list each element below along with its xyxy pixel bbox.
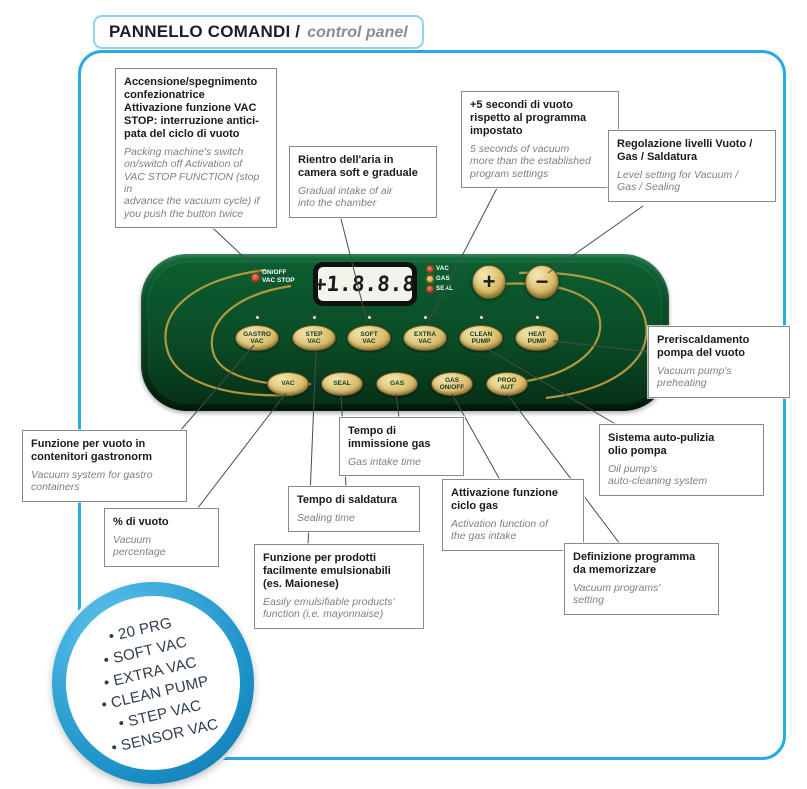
callout-gas-cycle-en: Activation function of the gas intake: [451, 517, 548, 543]
gastro-vac-button[interactable]: GASTRO VAC: [235, 325, 279, 351]
callout-air-return-it: Rientro dell'aria in camera soft e gradu…: [298, 154, 418, 179]
gas-led-label: GAS: [436, 276, 450, 282]
callout-vacuum-pct-it: % di vuoto: [113, 516, 169, 528]
callout-levels: Regolazione livelli Vuoto / Gas / Saldat…: [608, 130, 776, 202]
connector-line: [179, 344, 255, 432]
led-row-gas: GAS: [427, 276, 453, 282]
callout-emulsify-en: Easily emulsifiable products' function (…: [263, 595, 395, 621]
connector-line: [395, 393, 400, 419]
prog-aut-button[interactable]: PROG AUT: [486, 372, 528, 396]
callout-gas-time-en: Gas intake time: [348, 455, 421, 468]
vac-button[interactable]: VAC: [267, 372, 309, 396]
connector-line: [427, 187, 498, 323]
control-panel: ON/OFF VAC STOP +1.8.8.8 VAC GAS SEAL + …: [141, 254, 669, 411]
connector-line: [196, 392, 287, 510]
extra-vac-led: [423, 315, 428, 320]
lcd-glass: +1.8.8.8: [314, 267, 416, 301]
gas-onoff-button[interactable]: GAS ON/OFF: [431, 372, 473, 396]
feature-badge-face: • 20 PRG • SOFT VAC • EXTRA VAC • CLEAN …: [66, 596, 240, 770]
callout-program-en: Vacuum programs' setting: [573, 581, 661, 607]
soft-vac-button[interactable]: SOFT VAC: [347, 325, 391, 351]
connector-line: [488, 349, 618, 426]
connector-line: [339, 214, 368, 323]
power-label: ON/OFF VAC STOP: [262, 269, 295, 285]
feature-list: • 20 PRG • SOFT VAC • EXTRA VAC • CLEAN …: [85, 607, 221, 759]
callout-power: Accensione/spegnimento confezionatrice A…: [115, 68, 277, 229]
callout-gastro: Funzione per vuoto in contenitori gastro…: [22, 430, 187, 502]
callout-gas-time-it: Tempo di immissione gas: [348, 425, 431, 450]
gastro-vac-led: [255, 315, 260, 320]
lcd-display: +1.8.8.8: [313, 262, 417, 306]
callout-plus5-it: +5 secondi di vuoto rispetto al programm…: [470, 99, 587, 137]
callout-air-return-en: Gradual intake of air into the chamber: [298, 184, 393, 210]
heat-pump-button[interactable]: HEAT PUMP: [515, 325, 559, 351]
vac-led: [427, 266, 433, 272]
connector-line: [552, 340, 651, 353]
callout-program-it: Definizione programma da memorizzare: [573, 551, 696, 576]
connector-line: [451, 393, 501, 481]
callout-air-return: Rientro dell'aria in camera soft e gradu…: [289, 146, 437, 218]
callout-levels-it: Regolazione livelli Vuoto / Gas / Saldat…: [617, 138, 753, 163]
callout-preheat: Preriscaldamento pompa del vuoto Vacuum …: [648, 326, 790, 398]
callout-gastro-en: Vacuum system for gastro containers: [31, 468, 153, 494]
callout-autoclean-it: Sistema auto-pulizia olio pompa: [608, 432, 715, 457]
heat-pump-led: [535, 315, 540, 320]
callout-program: Definizione programma da memorizzare Vac…: [564, 543, 719, 615]
callout-gastro-it: Funzione per vuoto in contenitori gastro…: [31, 438, 153, 463]
title-main: PANNELLO COMANDI /: [109, 22, 301, 41]
callout-autoclean-en: Oil pump's auto-cleaning system: [608, 462, 708, 488]
connector-line: [506, 393, 621, 545]
title-sub: control panel: [307, 24, 408, 41]
minus-button[interactable]: −: [525, 265, 559, 299]
seal-led: [427, 286, 433, 292]
callout-seal-time: Tempo di saldatura Sealing time: [288, 486, 420, 533]
callout-seal-time-it: Tempo di saldatura: [297, 494, 398, 506]
callout-autoclean: Sistema auto-pulizia olio pompa Oil pump…: [599, 424, 764, 496]
callout-levels-en: Level setting for Vacuum / Gas / Sealing: [617, 168, 739, 194]
callout-preheat-it: Preriscaldamento pompa del vuoto: [657, 334, 750, 359]
callout-vacuum-pct: % di vuoto Vacuum percentage: [104, 508, 219, 567]
step-vac-button[interactable]: STEP VAC: [292, 325, 336, 351]
callout-plus5-en: 5 seconds of vacuum more than the establ…: [470, 142, 591, 180]
extra-vac-button[interactable]: EXTRA VAC: [403, 325, 447, 351]
callout-plus5: +5 secondi di vuoto rispetto al programm…: [461, 91, 619, 189]
clean-pump-led: [479, 315, 484, 320]
page-title: PANNELLO COMANDI / control panel: [93, 15, 424, 49]
callout-power-it: Accensione/spegnimento confezionatrice A…: [124, 76, 259, 140]
seal-button[interactable]: SEAL: [321, 372, 363, 396]
callout-power-en: Packing machine's switch on/switch off A…: [124, 145, 260, 220]
callout-gas-cycle: Attivazione funzione ciclo gas Activatio…: [442, 479, 584, 551]
vac-led-label: VAC: [436, 266, 450, 272]
gas-led: [427, 276, 433, 282]
led-row-vac: VAC: [427, 266, 453, 272]
callout-preheat-en: Vacuum pump's preheating: [657, 364, 732, 390]
feature-badge: • 20 PRG • SOFT VAC • EXTRA VAC • CLEAN …: [52, 582, 254, 784]
clean-pump-button[interactable]: CLEAN PUMP: [459, 325, 503, 351]
power-led: [252, 274, 259, 281]
connector-line: [547, 205, 644, 274]
step-vac-led: [312, 315, 317, 320]
callout-vacuum-pct-en: Vacuum percentage: [113, 533, 166, 559]
callout-emulsify-it: Funzione per prodotti facilmente emulsio…: [263, 552, 391, 590]
callout-seal-time-en: Sealing time: [297, 511, 355, 524]
soft-vac-led: [367, 315, 372, 320]
callout-gas-cycle-it: Attivazione funzione ciclo gas: [451, 487, 558, 512]
plus-button[interactable]: +: [472, 265, 506, 299]
gas-button[interactable]: GAS: [376, 372, 418, 396]
callout-emulsify: Funzione per prodotti facilmente emulsio…: [254, 544, 424, 629]
callout-gas-time: Tempo di immissione gas Gas intake time: [339, 417, 464, 477]
